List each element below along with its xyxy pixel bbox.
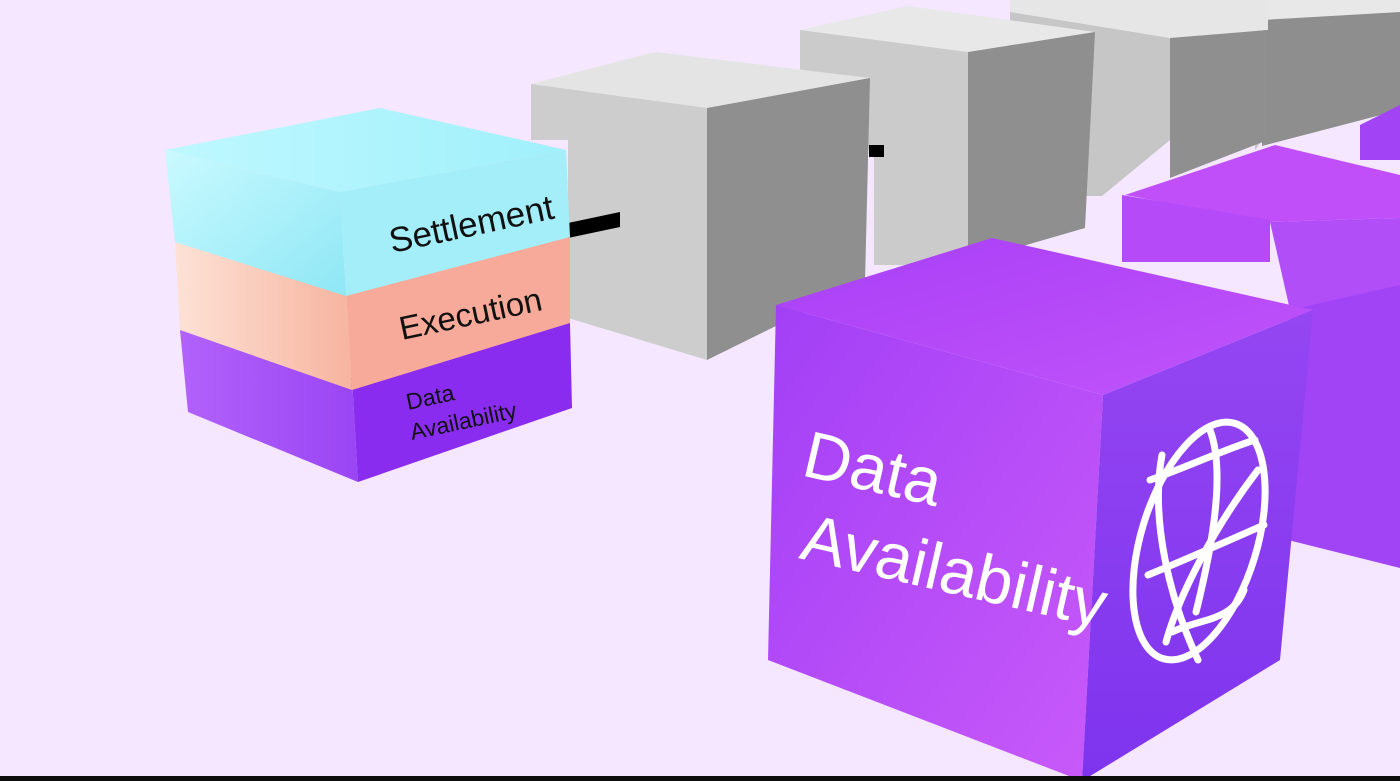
stack-execution-right	[346, 237, 570, 390]
connector-link	[869, 145, 884, 157]
purple-block-mid	[1122, 145, 1400, 568]
big-data-availability-block: Data Availability	[768, 238, 1313, 781]
stack-settlement-left	[165, 150, 346, 296]
purple-block-far-right	[1360, 105, 1400, 160]
stack-da-right	[352, 323, 572, 482]
stack-execution-left	[175, 242, 352, 390]
layer-stack: Settlement Execution Data Availability	[165, 108, 572, 482]
big-block-top	[776, 238, 1313, 395]
bottom-edge-bar	[0, 776, 1400, 781]
celestia-globe-icon	[1129, 418, 1269, 664]
stack-settlement-top	[165, 108, 566, 192]
big-block-front	[768, 305, 1103, 781]
stack-settlement-right	[340, 150, 570, 296]
grey-block-3	[800, 6, 1095, 265]
connector-link	[568, 212, 620, 238]
big-block-side	[1082, 310, 1313, 781]
